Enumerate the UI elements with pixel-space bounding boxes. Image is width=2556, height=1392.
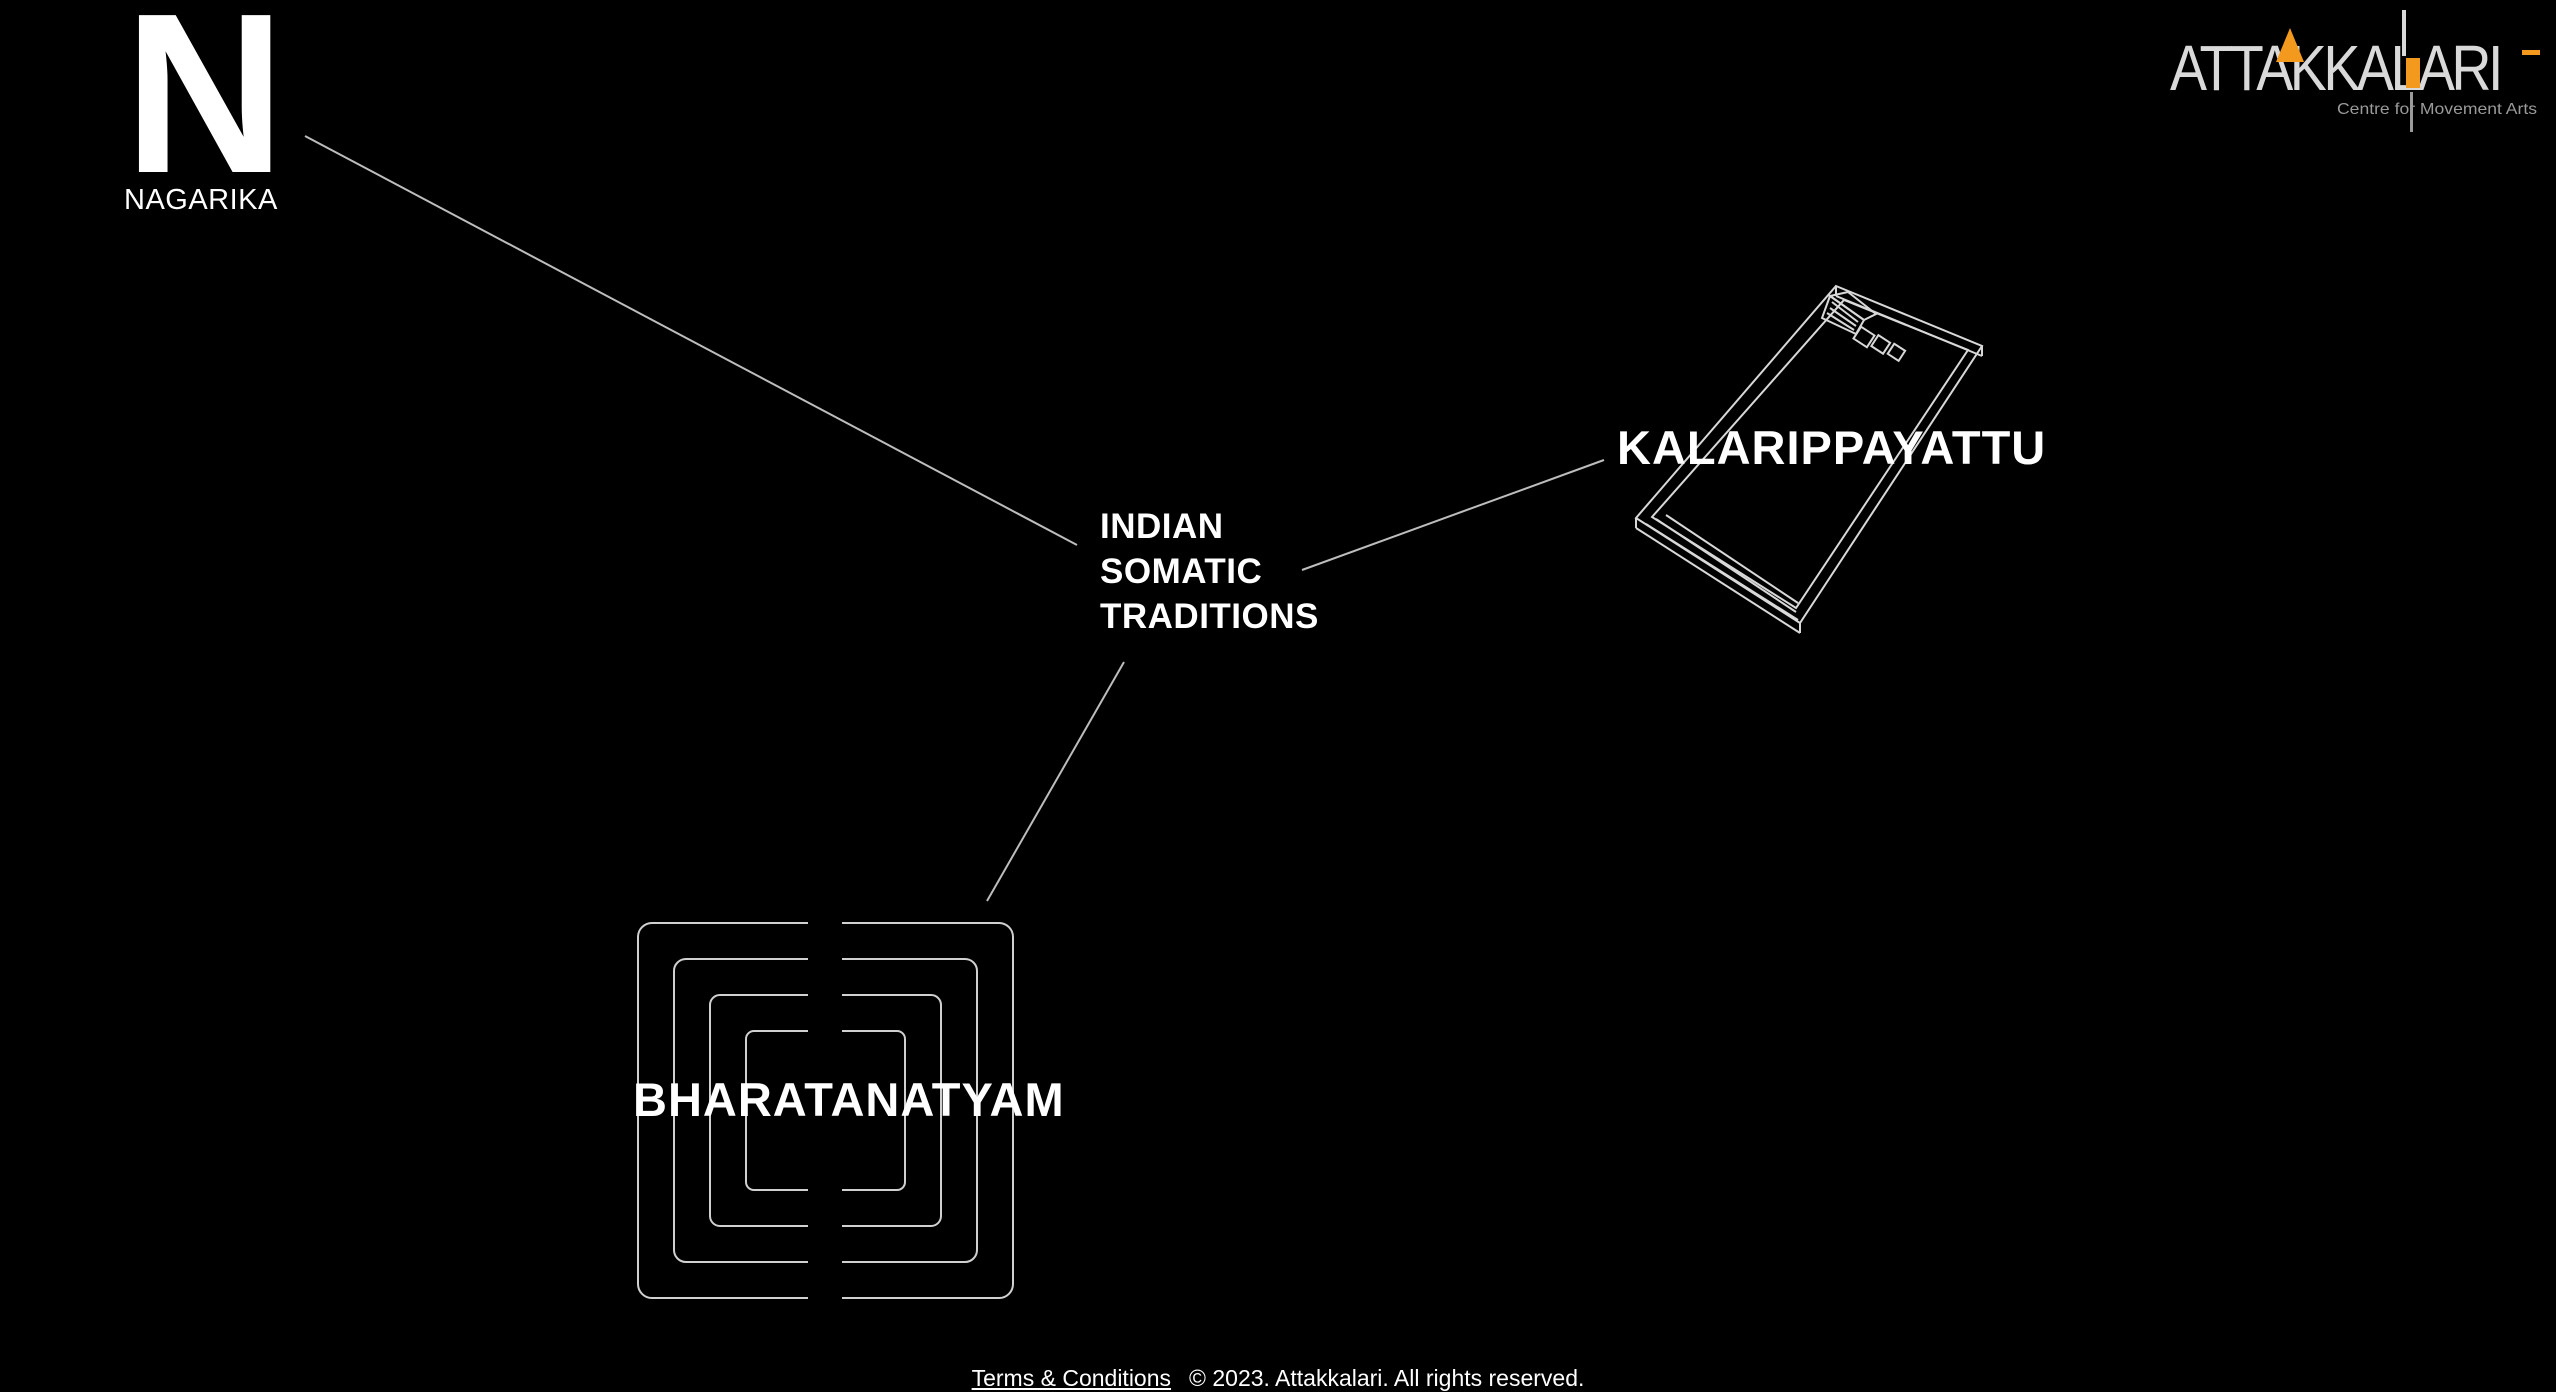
nagarika-logo-wordmark: NAGARIKA [124, 184, 278, 216]
bharatanatyam-squares-illustration [637, 916, 1014, 1308]
bharatanatyam-node[interactable]: BHARATANATYAM [633, 1073, 1065, 1126]
kalarippayattu-node[interactable]: KALARIPPAYATTU [1617, 421, 2047, 474]
connector-center-kalarippayattu [1301, 459, 1605, 571]
nagarika-logo-letter: N [124, 0, 285, 221]
nagarika-logo[interactable]: N NAGARIKA [124, 0, 285, 221]
footer: Terms & Conditions © 2023. Attakkalari. A… [0, 1364, 2556, 1392]
attakkalari-logo-graphic: ATTAKKALARI Centre for Movement Arts [2170, 10, 2540, 132]
attakkalari-logo-wordmark: ATTAKKALARI [2170, 32, 2500, 104]
center-node-line-1: INDIAN [1100, 507, 1224, 546]
connector-center-bharatanatyam [986, 661, 1125, 902]
terms-conditions-link[interactable]: Terms & Conditions [971, 1365, 1172, 1391]
connector-nagarika-center [304, 135, 1078, 546]
center-node-line-2: SOMATIC [1100, 552, 1263, 591]
kalari-pit-illustration [1634, 284, 1984, 634]
attakkalari-logo-tagline: Centre for Movement Arts [2337, 101, 2537, 118]
center-node-line-3: TRADITIONS [1100, 597, 1319, 636]
copyright-text: © 2023. Attakkalari. All rights reserved… [1189, 1365, 1585, 1391]
indian-somatic-traditions-node[interactable]: INDIAN SOMATIC TRADITIONS [1100, 504, 1319, 639]
